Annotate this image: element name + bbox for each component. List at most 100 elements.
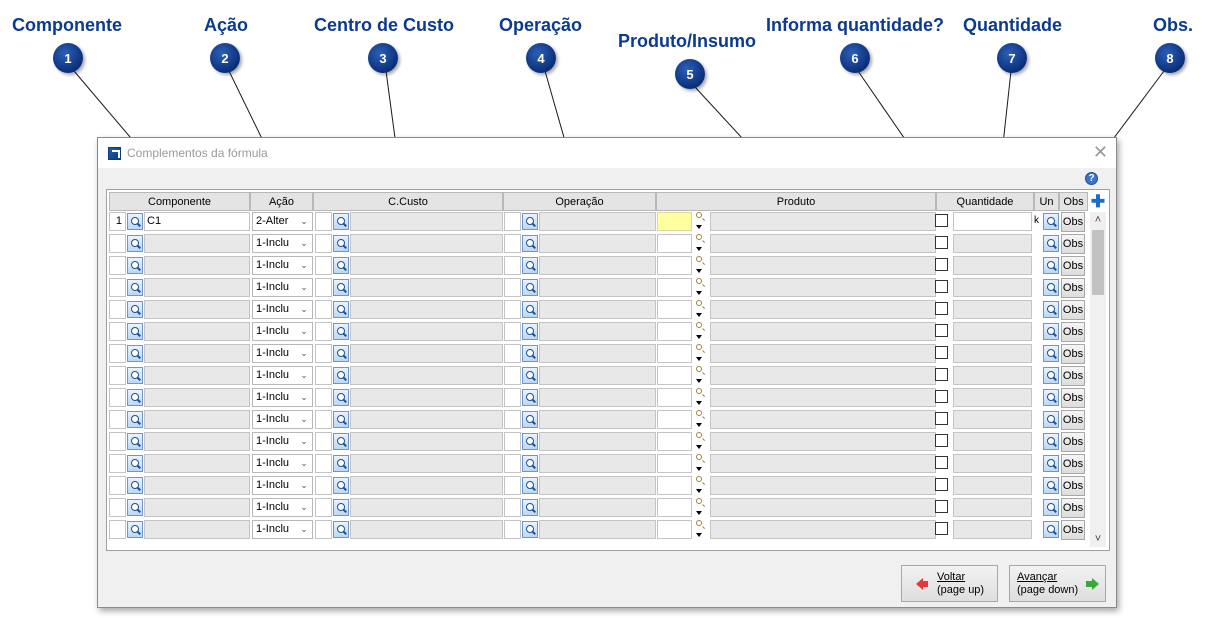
header-un[interactable]: Un: [1034, 192, 1059, 211]
componente-field[interactable]: [144, 300, 250, 319]
operacao-lookup-icon[interactable]: [522, 433, 538, 450]
produto-code-field[interactable]: [657, 344, 692, 363]
ccusto-code-field[interactable]: [315, 344, 332, 363]
produto-dropdown-icon[interactable]: [696, 423, 702, 427]
ccusto-code-field[interactable]: [315, 388, 332, 407]
chevron-down-icon[interactable]: ⌄: [300, 326, 308, 336]
ccusto-code-field[interactable]: [315, 432, 332, 451]
ccusto-lookup-icon[interactable]: [333, 257, 349, 274]
operacao-code-field[interactable]: [504, 278, 521, 297]
scroll-thumb[interactable]: [1092, 230, 1104, 295]
produto-code-field[interactable]: [657, 212, 692, 231]
produto-dropdown-icon[interactable]: [696, 313, 702, 317]
chevron-down-icon[interactable]: ⌄: [300, 282, 308, 292]
informa-quantidade-checkbox[interactable]: [935, 412, 948, 425]
produto-search-icon[interactable]: [696, 366, 702, 372]
acao-select[interactable]: 1-Inclu⌄: [252, 366, 313, 385]
ccusto-lookup-icon[interactable]: [333, 455, 349, 472]
componente-lookup-icon[interactable]: [127, 213, 143, 230]
ccusto-code-field[interactable]: [315, 366, 332, 385]
produto-code-field[interactable]: [657, 234, 692, 253]
operacao-lookup-icon[interactable]: [522, 477, 538, 494]
ccusto-lookup-icon[interactable]: [333, 345, 349, 362]
componente-field[interactable]: [144, 476, 250, 495]
componente-lookup-icon[interactable]: [127, 389, 143, 406]
operacao-lookup-icon[interactable]: [522, 213, 538, 230]
operacao-code-field[interactable]: [504, 520, 521, 539]
componente-field[interactable]: [144, 498, 250, 517]
componente-field[interactable]: [144, 410, 250, 429]
produto-search-icon[interactable]: [696, 278, 702, 284]
un-lookup-icon[interactable]: [1043, 213, 1059, 230]
operacao-code-field[interactable]: [504, 212, 521, 231]
produto-picker[interactable]: [694, 519, 708, 541]
componente-lookup-icon[interactable]: [127, 301, 143, 318]
informa-quantidade-checkbox[interactable]: [935, 214, 948, 227]
chevron-down-icon[interactable]: ⌄: [300, 436, 308, 446]
operacao-code-field[interactable]: [504, 366, 521, 385]
ccusto-code-field[interactable]: [315, 278, 332, 297]
operacao-lookup-icon[interactable]: [522, 323, 538, 340]
operacao-code-field[interactable]: [504, 410, 521, 429]
obs-button[interactable]: Obs: [1061, 322, 1085, 342]
produto-picker[interactable]: [694, 475, 708, 497]
chevron-down-icon[interactable]: ⌄: [300, 414, 308, 424]
header-obs[interactable]: Obs: [1059, 192, 1088, 211]
obs-button[interactable]: Obs: [1061, 256, 1085, 276]
obs-button[interactable]: Obs: [1061, 388, 1085, 408]
produto-picker[interactable]: [694, 431, 708, 453]
informa-quantidade-checkbox[interactable]: [935, 302, 948, 315]
informa-quantidade-checkbox[interactable]: [935, 346, 948, 359]
produto-code-field[interactable]: [657, 388, 692, 407]
produto-code-field[interactable]: [657, 432, 692, 451]
operacao-lookup-icon[interactable]: [522, 411, 538, 428]
produto-code-field[interactable]: [657, 322, 692, 341]
componente-lookup-icon[interactable]: [127, 411, 143, 428]
produto-search-icon[interactable]: [696, 234, 702, 240]
quantidade-field[interactable]: [953, 454, 1032, 473]
grid-scrollbar[interactable]: ˄ ˅: [1090, 212, 1106, 547]
header-produto[interactable]: Produto: [656, 192, 936, 211]
componente-lookup-icon[interactable]: [127, 367, 143, 384]
componente-field[interactable]: [144, 322, 250, 341]
operacao-lookup-icon[interactable]: [522, 499, 538, 516]
produto-search-icon[interactable]: [696, 476, 702, 482]
produto-dropdown-icon[interactable]: [696, 291, 702, 295]
header-operacao[interactable]: Operação: [503, 192, 656, 211]
operacao-lookup-icon[interactable]: [522, 389, 538, 406]
ccusto-code-field[interactable]: [315, 520, 332, 539]
operacao-code-field[interactable]: [504, 454, 521, 473]
ccusto-code-field[interactable]: [315, 212, 332, 231]
produto-search-icon[interactable]: [696, 498, 702, 504]
informa-quantidade-checkbox[interactable]: [935, 390, 948, 403]
produto-dropdown-icon[interactable]: [696, 269, 702, 273]
scroll-down-icon[interactable]: ˅: [1094, 533, 1102, 545]
un-lookup-icon[interactable]: [1043, 411, 1059, 428]
operacao-code-field[interactable]: [504, 322, 521, 341]
help-icon[interactable]: ?: [1085, 172, 1098, 185]
produto-dropdown-icon[interactable]: [696, 533, 702, 537]
produto-dropdown-icon[interactable]: [696, 445, 702, 449]
acao-select[interactable]: 1-Inclu⌄: [252, 432, 313, 451]
produto-dropdown-icon[interactable]: [696, 357, 702, 361]
produto-search-icon[interactable]: [696, 256, 702, 262]
obs-button[interactable]: Obs: [1061, 520, 1085, 540]
componente-field[interactable]: [144, 432, 250, 451]
chevron-down-icon[interactable]: ⌄: [300, 370, 308, 380]
produto-code-field[interactable]: [657, 278, 692, 297]
acao-select[interactable]: 1-Inclu⌄: [252, 234, 313, 253]
chevron-down-icon[interactable]: ⌄: [300, 348, 308, 358]
produto-picker[interactable]: [694, 343, 708, 365]
operacao-code-field[interactable]: [504, 300, 521, 319]
ccusto-code-field[interactable]: [315, 234, 332, 253]
ccusto-lookup-icon[interactable]: [333, 521, 349, 538]
produto-picker[interactable]: [694, 255, 708, 277]
obs-button[interactable]: Obs: [1061, 476, 1085, 496]
acao-select[interactable]: 1-Inclu⌄: [252, 388, 313, 407]
operacao-code-field[interactable]: [504, 476, 521, 495]
produto-code-field[interactable]: [657, 256, 692, 275]
chevron-down-icon[interactable]: ⌄: [300, 260, 308, 270]
componente-lookup-icon[interactable]: [127, 279, 143, 296]
obs-button[interactable]: Obs: [1061, 410, 1085, 430]
obs-button[interactable]: Obs: [1061, 300, 1085, 320]
